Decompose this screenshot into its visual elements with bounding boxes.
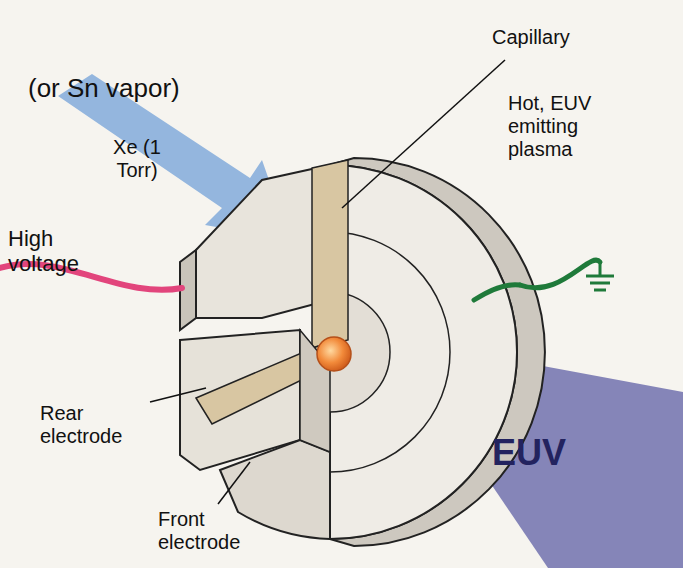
ground-wire <box>520 260 600 288</box>
part-label: High voltage <box>8 226 118 277</box>
ground-symbol <box>586 262 614 290</box>
rear-electrode-block <box>196 165 330 318</box>
leader-line <box>342 60 505 208</box>
front-electrode <box>220 440 330 539</box>
part-label: (or Sn vapor) <box>28 74 228 104</box>
part-label: Front electrode <box>158 508 273 554</box>
plasma-ball <box>317 337 351 371</box>
part-label: Rear electrode <box>40 402 150 448</box>
beam-label: EUV <box>492 432 612 473</box>
leader-line <box>218 462 250 504</box>
part-label: Capillary <box>492 26 612 49</box>
capillary-slot <box>312 160 348 348</box>
disk-rim <box>330 158 545 546</box>
leader-line <box>150 388 206 402</box>
gas-label: Xe (1 Torr) <box>92 136 182 182</box>
ground-wire <box>474 285 520 300</box>
front-face <box>330 165 517 539</box>
part-label: Hot, EUV emitting plasma <box>508 92 628 161</box>
